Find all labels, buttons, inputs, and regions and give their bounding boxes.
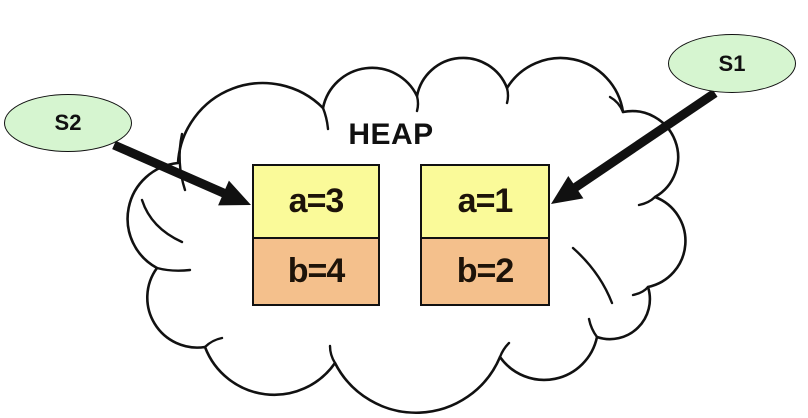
cloud-inner-arcs (140, 86, 657, 365)
reference-s2-label: S2 (54, 110, 82, 135)
arrow-s1-to-object2 (551, 89, 718, 204)
heap-object-2: a=1 b=2 (420, 164, 550, 306)
heap-cloud-shape (126, 56, 687, 415)
reference-s1-ellipse: S1 (668, 34, 796, 93)
heap-object-1-field-b: b=4 (254, 239, 378, 304)
heap-object-2-field-b: b=2 (422, 239, 548, 304)
arrow-s2-to-object1 (112, 140, 251, 206)
heap-object-1: a=3 b=4 (252, 164, 380, 306)
reference-s2-ellipse: S2 (4, 94, 132, 152)
heap-object-1-field-a: a=3 (254, 166, 378, 239)
heap-label: HEAP (348, 118, 434, 151)
heap-object-2-field-a: a=1 (422, 166, 548, 239)
reference-s1-label: S1 (718, 50, 746, 76)
